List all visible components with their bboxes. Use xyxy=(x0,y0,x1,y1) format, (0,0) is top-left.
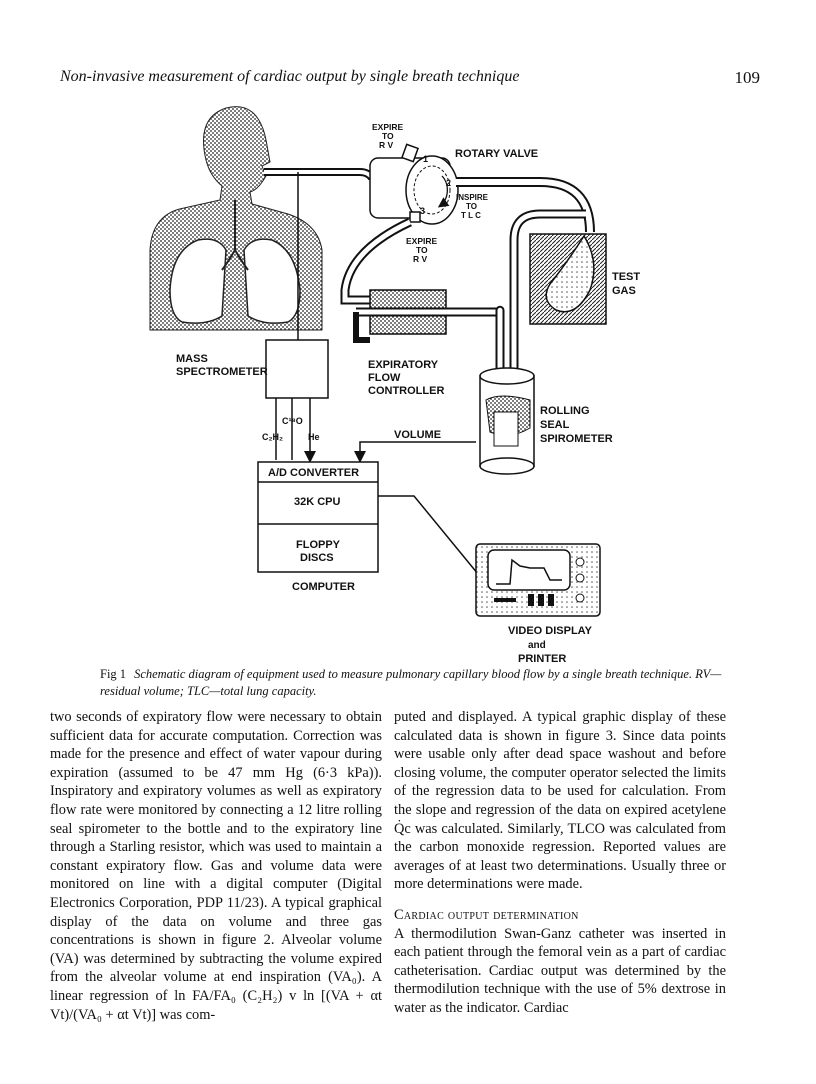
left-column: two seconds of expiratory flow were nece… xyxy=(50,708,382,1024)
caption-text: Schematic diagram of equipment used to m… xyxy=(100,667,722,698)
figure-label-text: FLOW xyxy=(368,372,401,384)
human-silhouette xyxy=(149,106,323,331)
rolling-seal-spirometer xyxy=(479,367,535,475)
figure-label-text: He xyxy=(308,432,320,442)
figure-label-text: T L C xyxy=(461,211,481,220)
figure-label-text: COMPUTER xyxy=(292,581,355,593)
figure-label-text: GAS xyxy=(612,285,636,297)
figure-label-text: SPECTROMETER xyxy=(176,366,268,378)
figure-label-text: C₂H₂ xyxy=(262,432,283,442)
right-lung xyxy=(243,238,301,324)
right-column: puted and displayed. A typical graphic d… xyxy=(394,708,726,1018)
figure-label-text: INSPIRE xyxy=(456,193,489,202)
page-number: 109 xyxy=(734,68,761,87)
figure-label-text: C¹⁸O xyxy=(282,416,303,426)
rotary-valve xyxy=(369,143,459,225)
figure-label-text: 2 xyxy=(446,178,451,188)
figure-label-text: R V xyxy=(379,140,394,150)
page-header: Non-invasive measurement of cardiac outp… xyxy=(60,68,760,90)
figure-label-text: EXPIRE xyxy=(372,122,404,132)
figure-label-text: VOLUME xyxy=(394,429,441,441)
running-title: Non-invasive measurement of cardiac outp… xyxy=(60,68,520,85)
figure-label-text: PRINTER xyxy=(518,653,566,665)
figure-label-text: VIDEO DISPLAY xyxy=(508,625,593,637)
display-line xyxy=(378,495,479,575)
test-gas-container xyxy=(529,233,607,325)
figure-label-text: SPIROMETER xyxy=(540,433,613,445)
left-paragraph: two seconds of expiratory flow were nece… xyxy=(50,709,382,1023)
figure-label-text: FLOPPY xyxy=(296,539,341,551)
figure-label-text: and xyxy=(528,640,546,651)
mass-spectrometer xyxy=(265,339,329,460)
figure-label-text: TO xyxy=(416,245,428,255)
expiratory-flow-controller xyxy=(353,289,500,343)
figure-label-text: ROLLING xyxy=(540,405,590,417)
figure-label: Fig 1 xyxy=(100,667,127,681)
figure-label-text: TO xyxy=(466,202,477,211)
volume-line xyxy=(354,441,476,463)
figure-label-text: 3 xyxy=(420,206,425,216)
figure-label-text: EXPIRE xyxy=(406,236,438,246)
video-display xyxy=(475,543,601,617)
figure-label-text: 32K CPU xyxy=(294,496,341,508)
figure-label-text: ROTARY VALVE xyxy=(455,148,538,160)
figure-label-text: TEST xyxy=(612,271,640,283)
figure-label-text: CONTROLLER xyxy=(368,385,444,397)
section-heading: Cardiac output determination xyxy=(394,906,579,923)
figure-label-text: 1 xyxy=(423,154,428,164)
figure-label-text: R V xyxy=(413,254,428,264)
figure-label-text: SEAL xyxy=(540,419,570,431)
figure-label-text: DISCS xyxy=(300,552,334,564)
figure-label-text: TO xyxy=(382,131,394,141)
equipment-schematic: EXPIRE TO R V ROTARY VALVE 1 2 3 INSPIRE… xyxy=(149,106,640,665)
figure-label-text: A/D CONVERTER xyxy=(268,467,359,479)
right-paragraph: puted and displayed. A typical graphic d… xyxy=(394,709,726,893)
computer xyxy=(257,461,379,573)
left-lung xyxy=(169,238,227,324)
figure-label-text: MASS xyxy=(176,353,208,365)
figure-label-text: EXPIRATORY xyxy=(368,359,439,371)
section-paragraph: A thermodilution Swan-Ganz catheter was … xyxy=(394,925,726,1016)
